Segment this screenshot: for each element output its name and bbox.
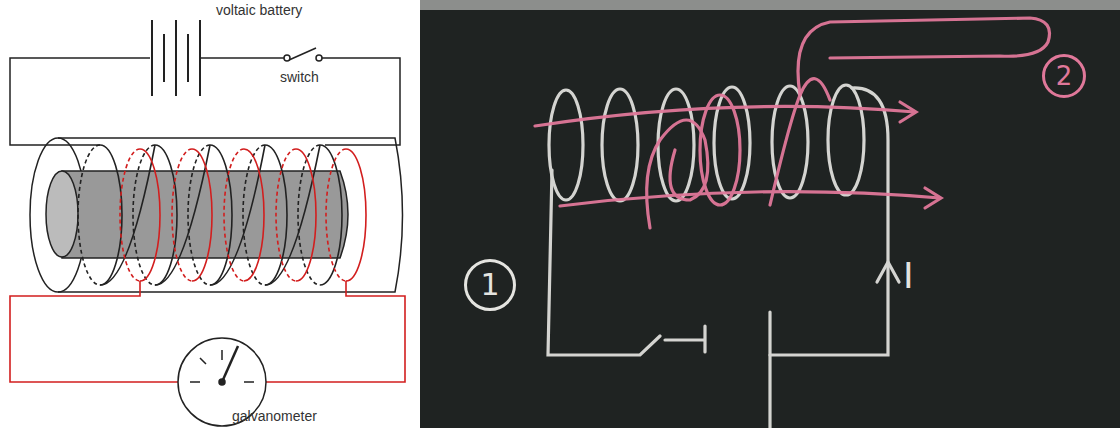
switch-label: switch — [280, 70, 319, 85]
callout-text: 2 — [1056, 63, 1073, 89]
galvanometer-label: galvanometer — [232, 409, 317, 424]
callout-text: 1 — [480, 270, 499, 300]
callout-number: 1 — [464, 259, 516, 311]
callout-number: 2 — [1042, 54, 1086, 98]
battery-label: voltaic battery — [216, 3, 302, 18]
current-label: I — [903, 256, 914, 296]
